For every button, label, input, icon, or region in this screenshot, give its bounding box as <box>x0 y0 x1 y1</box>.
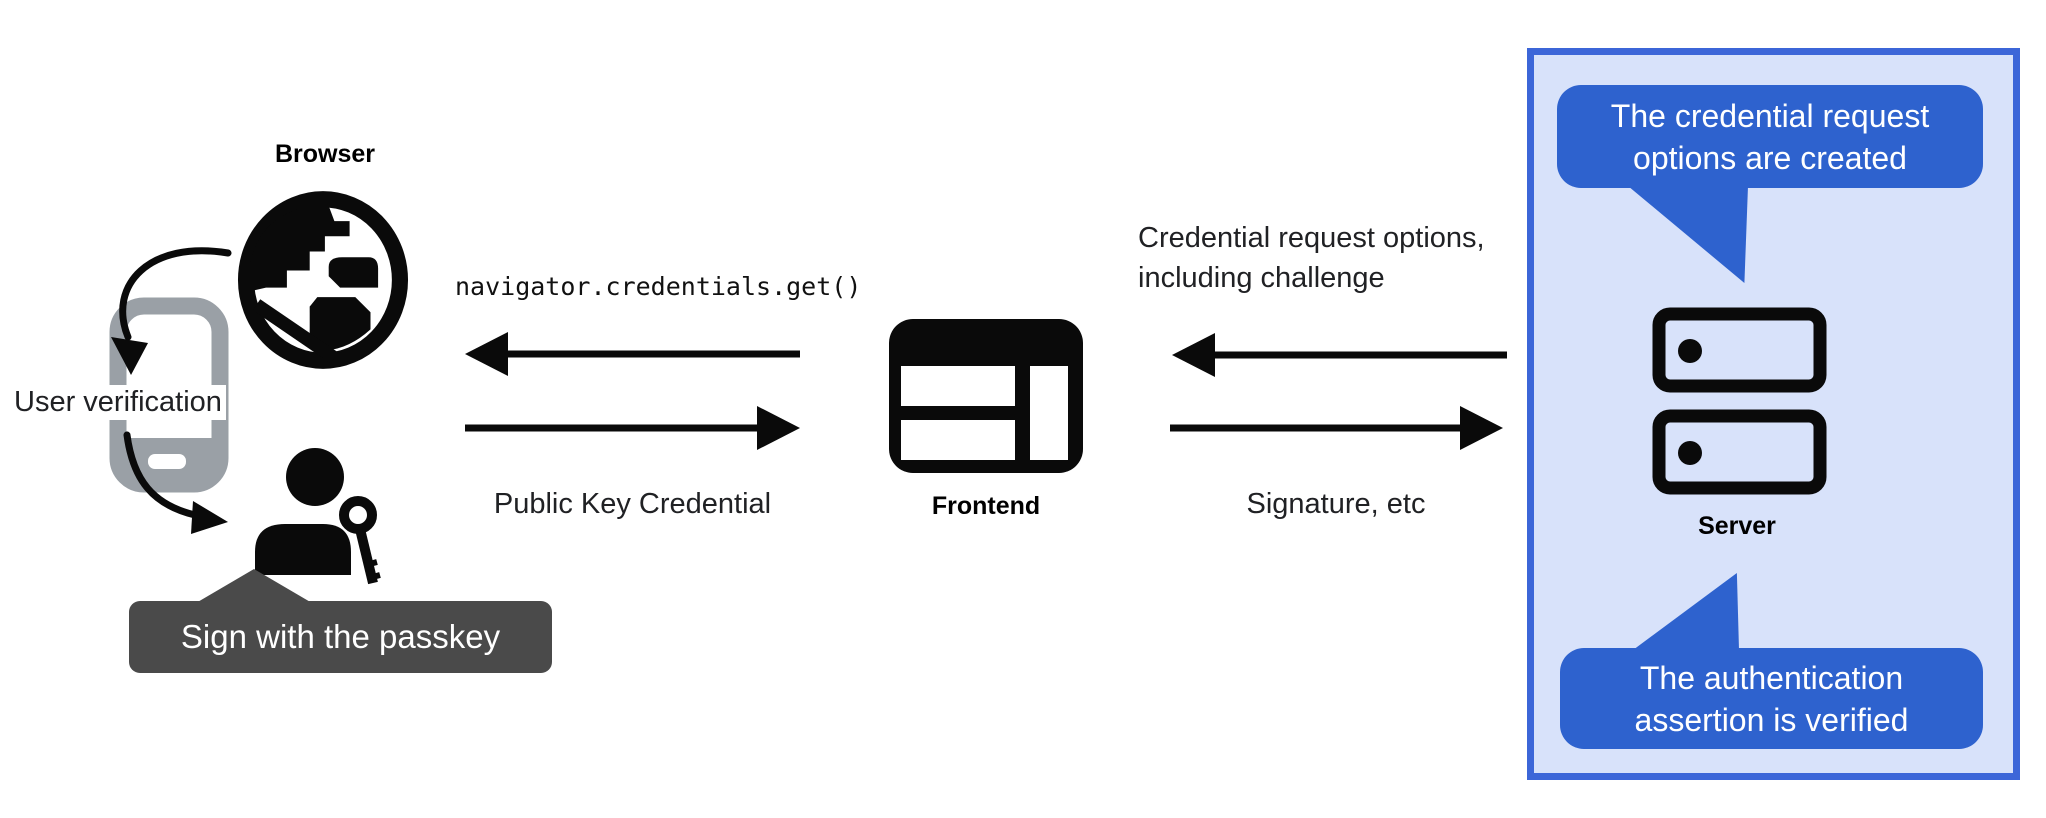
bubble-credential-options-created: The credential request options are creat… <box>1557 85 1983 188</box>
bubble-bottom-line1: The authentication <box>1639 659 1904 696</box>
arrow-browser-to-phone <box>111 247 232 534</box>
arrow-browser-to-frontend <box>465 406 800 450</box>
arrow-frontend-to-server <box>1170 406 1503 450</box>
globe-icon <box>237 191 409 369</box>
user-key-icon <box>255 448 381 585</box>
arrows-frontend-browser <box>465 332 800 450</box>
credentials-get-call-label: navigator.credentials.get() <box>455 272 862 301</box>
bubble-top-line2: options are created <box>1633 139 1907 176</box>
bubble-assertion-verified: The authentication assertion is verified <box>1560 648 1983 749</box>
user-verification-label: User verification <box>10 385 226 420</box>
credential-request-options-line1: Credential request options, <box>1138 222 1485 254</box>
arrow-phone-to-user <box>123 431 228 534</box>
arrow-frontend-to-browser <box>465 332 800 376</box>
browser-window-icon <box>889 319 1083 473</box>
passkey-tooltip-text: Sign with the passkey <box>180 618 501 655</box>
server-label: Server <box>1698 512 1776 540</box>
bubble-bottom-line2: assertion is verified <box>1634 701 1909 738</box>
signature-label: Signature, etc <box>1246 488 1426 520</box>
frontend-label: Frontend <box>931 492 1041 520</box>
credential-request-options-line2: including challenge <box>1138 262 1385 294</box>
server-icon <box>1652 307 1827 495</box>
credential-request-options-label: Credential request options, including ch… <box>1138 218 1485 298</box>
browser-label: Browser <box>274 140 376 168</box>
public-key-credential-label: Public Key Credential <box>493 488 772 520</box>
arrows-server-frontend <box>1170 333 1507 450</box>
arrow-server-to-frontend <box>1172 333 1507 377</box>
passkey-tooltip: Sign with the passkey <box>129 601 552 673</box>
bubble-top-line1: The credential request <box>1610 97 1930 134</box>
